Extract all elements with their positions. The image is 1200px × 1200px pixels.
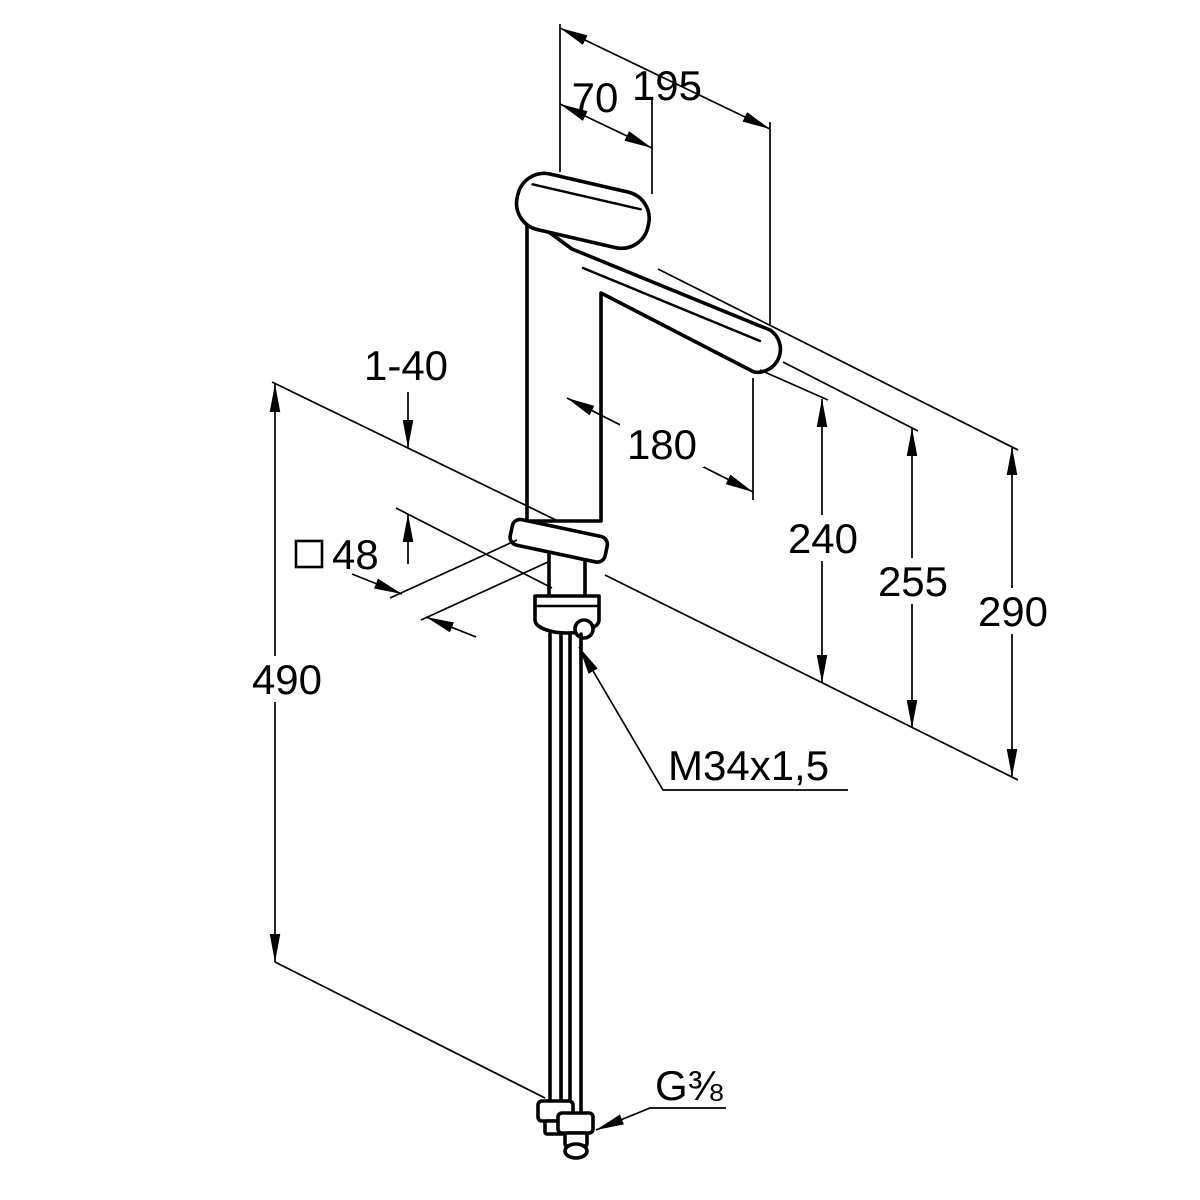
dimension-70: 70 [559,74,653,194]
hose-fitting-end-cap [563,1142,589,1160]
callout-connection-thread: G⅜ [595,1062,726,1131]
dimension-1-40: 1-40 [364,342,448,564]
dimension-label: 180 [627,421,697,468]
dimension-line [559,103,653,149]
dimension-line [559,27,771,130]
dimension-180: 180 [566,378,754,500]
dimension-base-square-48: 48 [294,531,549,638]
dimension-label: 240 [788,515,858,562]
dimension-240: 240 [759,369,865,683]
dimension-label: 195 [632,62,702,109]
dimension-label: 490 [252,656,322,703]
faucet-body-outline [525,214,783,523]
dimension-290: 290 [657,268,1055,777]
label-background [620,421,704,467]
dimension-label: 48 [332,531,379,578]
mounting-surface-extension-line [271,381,561,523]
extension-line [782,361,919,432]
thread-label: M34x1,5 [668,742,829,789]
square-symbol-icon [294,539,324,569]
hose-fitting-right-nut [556,1111,595,1135]
dimension-label: 255 [878,558,948,605]
dimension-490: 490 [244,384,546,1099]
callout-shank-thread: M34x1,5 [578,646,848,791]
label-background [871,558,955,604]
extension-line [657,268,1019,451]
popup-rod-ball [573,618,595,640]
dimension-255: 255 [782,361,955,728]
base-flange-outline [508,517,610,564]
extension-line [759,369,829,401]
leader-line [595,1107,726,1131]
dimension-label: 290 [978,588,1048,635]
label-background [244,656,330,702]
mounting-underside-extension-line [395,507,553,589]
lever-handle [514,171,651,251]
lever-top-edge-line [531,183,642,211]
dimension-arrow-right [425,616,477,638]
spout-top-edge-line [581,266,762,343]
extension-line [274,961,546,1099]
extension-line [420,561,549,621]
connection-label: G⅜ [655,1062,724,1109]
label-background [781,515,865,561]
base-plane-extension-line [604,574,1019,781]
label-background [971,588,1055,634]
dimension-label: 1-40 [364,342,448,389]
dimension-label: 70 [572,74,619,121]
faucet-drawing [508,171,783,1160]
leader-line [578,646,848,791]
lever-handle-outline [514,171,651,251]
dimension-arrow-left [351,573,403,595]
extension-line [389,539,518,599]
base-flange [508,517,610,564]
